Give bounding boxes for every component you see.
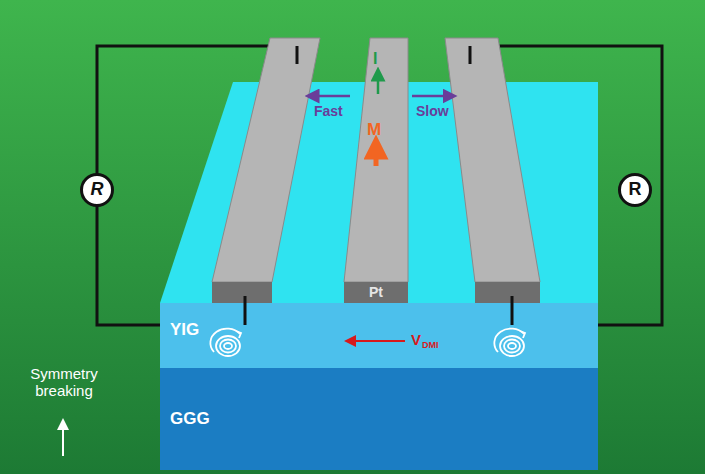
dmi-arrow: [350, 340, 405, 342]
ggg-front-face: [160, 368, 598, 470]
current-label: I: [373, 50, 377, 68]
symmetry-breaking-label: Symmetry breaking: [18, 366, 110, 399]
resistance-meter: R: [80, 173, 114, 207]
node-text: R: [91, 180, 104, 200]
dmi-field-label: V: [411, 332, 421, 349]
slow-arrow: [412, 95, 450, 98]
node-text: R: [629, 180, 642, 200]
node-text: Pt: [369, 285, 383, 300]
spin-wave-icon: [210, 329, 525, 356]
magnetization-arrow: [374, 147, 379, 166]
slow-label: Slow: [416, 104, 449, 119]
node-text: GGG: [170, 410, 210, 429]
fast-label: Fast: [314, 104, 343, 119]
node-text: YIG: [170, 321, 199, 340]
yig-layer: YIG: [160, 303, 598, 368]
ggg-layer: GGG: [160, 368, 598, 470]
yig-front-face: [160, 303, 598, 368]
dmi-subscript: DMI: [422, 341, 439, 351]
pt-strip: [212, 38, 540, 303]
fast-arrow: [312, 95, 350, 98]
resistance-meter: R: [618, 173, 652, 207]
current-arrow: [377, 74, 380, 94]
pt-strip-front: Pt: [344, 282, 408, 303]
wire-end: [245, 46, 512, 325]
magnetization-label: M: [367, 121, 381, 140]
symmetry-arrow: [62, 424, 64, 456]
